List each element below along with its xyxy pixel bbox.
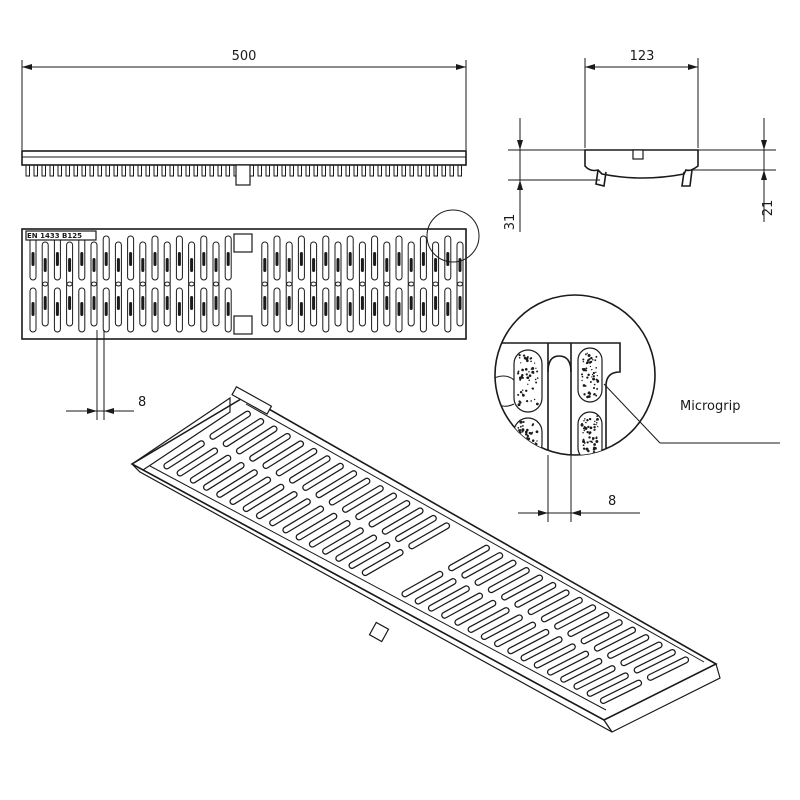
marking-text: EN 1433 B125 [27, 232, 82, 240]
side-elevation-view: 500 [21, 49, 467, 186]
dimension-slot-detail: 8 [608, 494, 616, 509]
dimension-slot-plan: 8 [138, 395, 146, 410]
dimension-height-total: 31 [503, 214, 518, 231]
cross-section-view: 123 31 21 [503, 49, 776, 232]
dimension-width: 123 [630, 49, 655, 64]
side-teeth [25, 164, 462, 177]
dimension-length: 500 [232, 49, 257, 64]
microgrip-detail-view: Microgrip 8 [494, 294, 780, 522]
isometric-view [130, 385, 721, 733]
plan-slot-pattern [29, 235, 464, 333]
microgrip-texture [516, 352, 600, 455]
plan-view: EN 1433 B125 8 [21, 209, 480, 420]
microgrip-label: Microgrip [680, 399, 740, 414]
dimension-height-inner: 21 [761, 200, 776, 217]
isometric-slot-pattern [163, 410, 690, 705]
